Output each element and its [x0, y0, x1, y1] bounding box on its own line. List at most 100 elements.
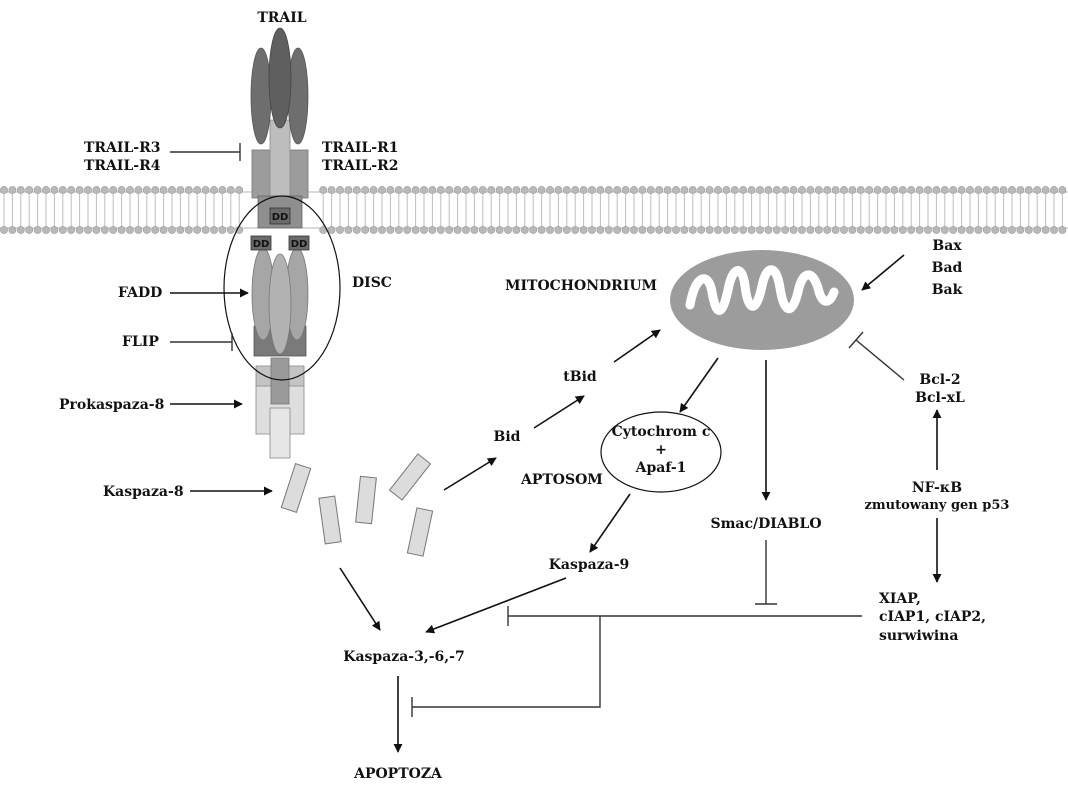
lipid-head	[538, 186, 545, 193]
mitochondrion	[670, 250, 854, 350]
lipid-head	[832, 226, 839, 233]
lipid-head	[420, 226, 427, 233]
lipid-head	[152, 226, 159, 233]
lipid-head	[93, 186, 100, 193]
nfkb-label: NF-κB	[912, 480, 962, 496]
lipid-head	[563, 186, 570, 193]
lipid-head	[227, 226, 234, 233]
lipid-head	[748, 186, 755, 193]
lipid-head	[1017, 226, 1024, 233]
lipid-head	[194, 226, 201, 233]
lipid-head	[908, 226, 915, 233]
lipid-head	[1008, 186, 1015, 193]
plus-label: +	[655, 442, 667, 458]
lipid-head	[941, 186, 948, 193]
lipid-head	[194, 186, 201, 193]
lipid-head	[874, 226, 881, 233]
procaspase-8-tail	[270, 408, 290, 458]
lipid-head	[622, 186, 629, 193]
lipid-head	[404, 186, 411, 193]
lipid-head	[395, 226, 402, 233]
cytochrom-c-label: Cytochrom c	[612, 424, 711, 440]
lipid-head	[378, 226, 385, 233]
apaf1-label: Apaf-1	[635, 460, 687, 476]
lipid-head	[420, 186, 427, 193]
kaspaza8-to-bid-arrow	[444, 458, 496, 490]
lipid-head	[504, 186, 511, 193]
lipid-head	[9, 186, 16, 193]
xiap-label: XIAP,	[879, 591, 921, 607]
lipid-head	[378, 186, 385, 193]
dd-label: DD	[291, 239, 308, 250]
lipid-head	[353, 226, 360, 233]
caspase-8-fragment	[407, 508, 432, 556]
lipid-head	[84, 226, 91, 233]
lipid-head	[874, 186, 881, 193]
lipid-head	[1025, 186, 1032, 193]
lipid-head	[462, 226, 469, 233]
procaspase-8-core	[271, 358, 289, 404]
lipid-head	[370, 226, 377, 233]
lipid-head	[597, 226, 604, 233]
lipid-head	[672, 226, 679, 233]
lipid-head	[597, 186, 604, 193]
lipid-head	[488, 226, 495, 233]
caspase-8-fragment	[390, 454, 431, 500]
lipid-head	[975, 226, 982, 233]
trail-r3-label: TRAIL-R3	[84, 140, 161, 156]
lipid-head	[110, 186, 117, 193]
lipid-head	[958, 186, 965, 193]
lipid-head	[26, 226, 33, 233]
mitochondrium-label: MITOCHONDRIUM	[505, 278, 657, 294]
lipid-head	[118, 186, 125, 193]
lipid-head	[168, 186, 175, 193]
lipid-head	[706, 186, 713, 193]
caspase-8-fragment	[281, 464, 310, 513]
lipid-head	[563, 226, 570, 233]
lipid-head	[76, 186, 83, 193]
lipid-head	[1017, 186, 1024, 193]
lipid-head	[714, 226, 721, 233]
lipid-head	[395, 186, 402, 193]
kaspaza8-label: Kaspaza-8	[103, 484, 184, 500]
lipid-head	[336, 186, 343, 193]
lipid-head	[152, 186, 159, 193]
bclxl-label: Bcl-xL	[915, 390, 965, 406]
lipid-head	[916, 186, 923, 193]
lipid-head	[790, 186, 797, 193]
lipid-head	[370, 186, 377, 193]
lipid-head	[614, 226, 621, 233]
lipid-head	[605, 226, 612, 233]
lipid-head	[866, 186, 873, 193]
lipid-head	[672, 186, 679, 193]
lipid-head	[681, 186, 688, 193]
lipid-head	[933, 186, 940, 193]
bad-label: Bad	[932, 260, 963, 276]
lipid-head	[555, 226, 562, 233]
lipid-head	[614, 186, 621, 193]
trail-ligand-left	[251, 48, 271, 144]
lipid-head	[807, 186, 814, 193]
lipid-head	[966, 226, 973, 233]
tbid-label: tBid	[563, 369, 597, 385]
lipid-head	[1008, 226, 1015, 233]
lipid-head	[941, 226, 948, 233]
lipid-head	[731, 226, 738, 233]
lipid-head	[1059, 186, 1066, 193]
lipid-head	[681, 226, 688, 233]
bax-label: Bax	[932, 238, 962, 254]
lipid-head	[143, 226, 150, 233]
bid-label: Bid	[494, 429, 521, 445]
lipid-head	[479, 186, 486, 193]
lipid-head	[135, 226, 142, 233]
lipid-head	[34, 186, 41, 193]
lipid-head	[210, 186, 217, 193]
lipid-head	[513, 226, 520, 233]
lipid-head	[336, 226, 343, 233]
lipid-head	[714, 186, 721, 193]
lipid-head	[958, 226, 965, 233]
caspase-8-fragment	[356, 476, 377, 523]
lipid-head	[59, 226, 66, 233]
